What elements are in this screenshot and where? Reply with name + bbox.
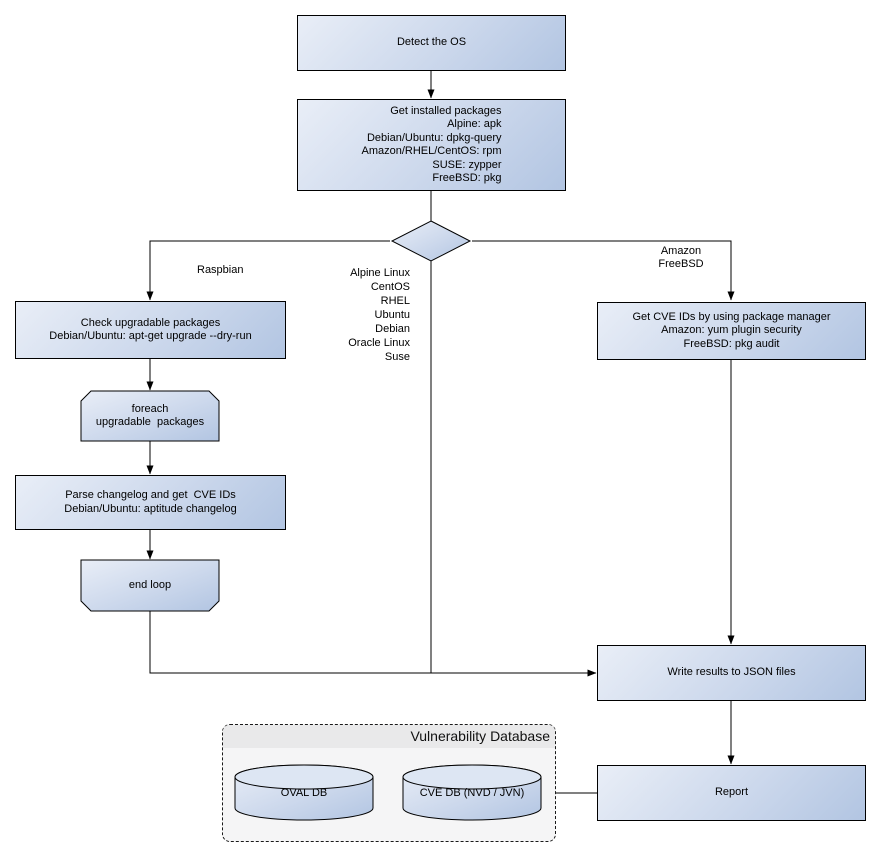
node-get-cve-ids-label: Get CVE IDs by using package manager Ama… xyxy=(632,310,831,350)
node-write-results: Write results to JSON files xyxy=(597,645,866,701)
edge-label-os-list: Alpine Linux CentOS RHEL Ubuntu Debian O… xyxy=(348,267,410,363)
end-loop-shape xyxy=(80,559,220,612)
node-parse-changelog: Parse changelog and get CVE IDs Debian/U… xyxy=(15,475,286,530)
node-detect-os: Detect the OS xyxy=(297,15,566,71)
edge-decision-to-get-cve-ids xyxy=(472,240,735,301)
cve-db-cylinder-top xyxy=(402,764,542,790)
node-report-label: Report xyxy=(714,786,749,799)
node-get-cve-ids: Get CVE IDs by using package manager Ama… xyxy=(597,302,866,360)
edge-label-amazon-freebsd: Amazon FreeBSD xyxy=(658,245,704,270)
node-parse-changelog-label: Parse changelog and get CVE IDs Debian/U… xyxy=(64,489,237,515)
oval-db-cylinder-top xyxy=(234,764,374,790)
node-check-upgradable-label: Check upgradable packages Debian/Ubuntu:… xyxy=(49,316,252,343)
edge-endloop-to-write-results xyxy=(149,611,597,677)
node-get-installed-packages: Get installed packages Alpine: apk Debia… xyxy=(297,99,566,191)
node-write-results-label: Write results to JSON files xyxy=(667,666,796,679)
edge-label-raspbian: Raspbian xyxy=(197,264,244,276)
edge-decision-to-check-upgradable xyxy=(146,240,390,301)
foreach-loop-start-shape xyxy=(80,390,220,442)
node-check-upgradable: Check upgradable packages Debian/Ubuntu:… xyxy=(15,301,286,359)
os-decision-diamond xyxy=(390,220,472,262)
node-report: Report xyxy=(597,765,866,821)
node-get-installed-packages-label: Get installed packages Alpine: apk Debia… xyxy=(361,104,502,185)
node-detect-os-label: Detect the OS xyxy=(396,36,467,49)
vulnerability-database-title: Vulnerability Database xyxy=(223,725,555,748)
